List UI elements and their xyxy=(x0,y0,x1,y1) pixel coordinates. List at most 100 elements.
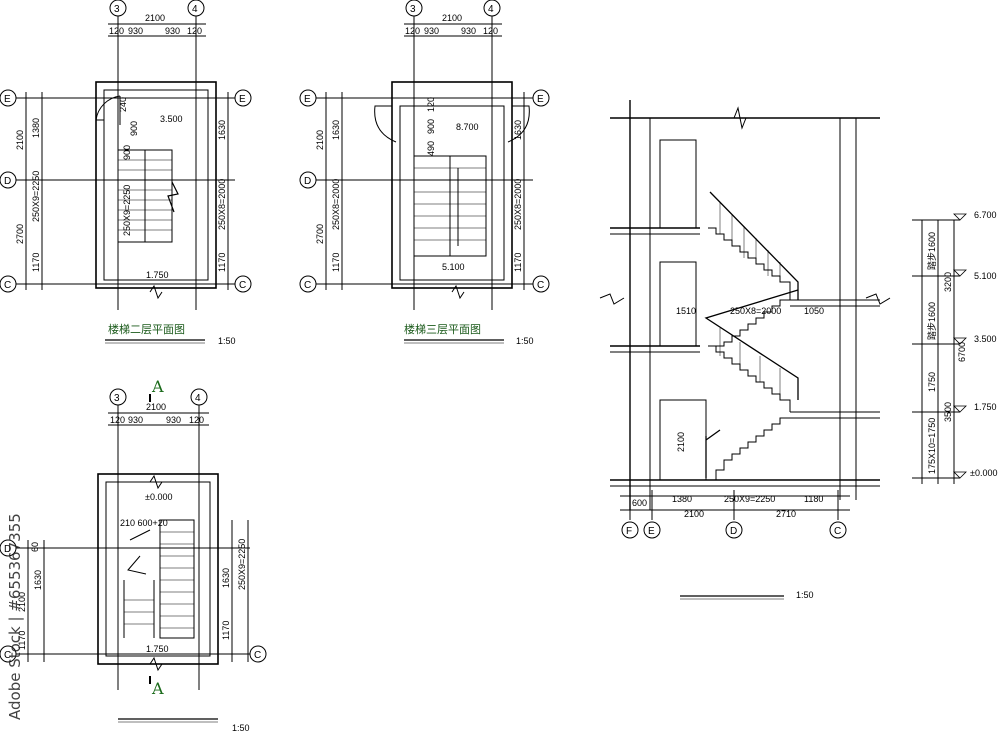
axis-label-e: E xyxy=(4,94,11,105)
axis-label-e-right: E xyxy=(239,94,246,105)
dim-left-1: 2100 xyxy=(315,130,325,150)
elevation-2: 1.750 xyxy=(146,270,169,280)
dim-overall: 2100 xyxy=(145,13,165,23)
dim-top-3: 930 xyxy=(165,26,180,36)
axis-label-e: E xyxy=(648,526,655,537)
dim-top-3: 930 xyxy=(461,26,476,36)
dim-mid-1: 1510 xyxy=(676,306,696,316)
dim-top-1: 120 xyxy=(405,26,420,36)
dim-left-2: 2700 xyxy=(315,224,325,244)
dim-top-4: 120 xyxy=(189,415,204,425)
dim-right-2: 1630 xyxy=(221,568,231,588)
axis-label-e-right: E xyxy=(537,94,544,105)
dim-overall: 2100 xyxy=(146,402,166,412)
axis-label-4: 4 xyxy=(488,4,494,15)
dim-bottom-3: 250X9=2250 xyxy=(724,494,775,504)
dim-top-1: 120 xyxy=(110,415,125,425)
axis-label-c-right: C xyxy=(254,650,261,661)
dim-top-2: 930 xyxy=(128,415,143,425)
scale-label: 1:50 xyxy=(796,590,814,600)
dim-inner-1: 210 600+20 xyxy=(120,518,168,528)
elevation-3: 3.500 xyxy=(974,334,997,344)
dim-overall: 2100 xyxy=(442,13,462,23)
dim-mid-2: 250X8=2000 xyxy=(730,306,781,316)
dim-bottom-5: 2100 xyxy=(684,509,704,519)
dim-inner-3: 490 xyxy=(426,141,436,156)
plan-title: 楼梯三层平面图 xyxy=(404,322,481,336)
dim-mid-3: 1050 xyxy=(804,306,824,316)
dim-top-1: 120 xyxy=(109,26,124,36)
dim-bottom-2: 1380 xyxy=(672,494,692,504)
dim-right-3: 6700 xyxy=(957,342,967,362)
elevation-1: ±0.000 xyxy=(145,492,172,502)
plan-level1 xyxy=(0,388,267,723)
dim-top-2: 930 xyxy=(424,26,439,36)
axis-label-c-right: C xyxy=(537,280,544,291)
dim-right-4: 1750 xyxy=(927,372,937,392)
dim-right-3: 1170 xyxy=(221,621,231,640)
axis-label-d: D xyxy=(4,544,11,555)
dim-right-2: 3500 xyxy=(943,402,953,422)
dim-left-2: 1170 xyxy=(17,631,27,650)
dim-left-1: 2100 xyxy=(15,130,25,150)
dim-left-2: 2700 xyxy=(15,224,25,244)
dim-bottom-6: 2710 xyxy=(776,509,796,519)
dim-inner-1: 120 xyxy=(426,97,436,112)
stock-watermark: Adobe Stock | #655367355 xyxy=(6,513,24,720)
dim-right-1: 1630 xyxy=(217,120,227,140)
dim-inner-2: 900 xyxy=(426,119,436,134)
dim-inner-2: 60 xyxy=(30,542,40,552)
dim-right-2: 250X8=2000 xyxy=(217,179,227,230)
axis-label-f: F xyxy=(626,526,632,537)
axis-label-d: D xyxy=(4,176,11,187)
dim-right-1: 250X9=2250 xyxy=(237,539,247,590)
dim-top-4: 120 xyxy=(187,26,202,36)
axis-label-3: 3 xyxy=(114,4,120,15)
elevation-4: 1.750 xyxy=(974,402,997,412)
dim-inner-3: 900 xyxy=(122,145,132,160)
elevation-5: ±0.000 xyxy=(970,468,997,478)
dim-left-inner-2: 250X9=2250 xyxy=(31,171,41,222)
dim-top-4: 120 xyxy=(483,26,498,36)
axis-label-3: 3 xyxy=(410,4,416,15)
axis-label-c: C xyxy=(4,280,11,291)
dim-left-inner-1: 1630 xyxy=(331,120,341,140)
elevation-1: 8.700 xyxy=(456,122,479,132)
axis-label-4: 4 xyxy=(195,393,201,404)
dim-left-1: 2100 xyxy=(17,592,27,612)
rise-label-2: 踏步1600 xyxy=(926,302,937,340)
axis-label-c: C xyxy=(4,650,11,661)
elevation-1: 3.500 xyxy=(160,114,183,124)
dim-right-3: 1170 xyxy=(513,253,523,272)
dim-inner-1: 240 xyxy=(118,97,128,112)
dim-inner-4: 250X9=2250 xyxy=(122,185,132,236)
dim-right-1: 3200 xyxy=(943,272,953,292)
dim-right-3: 1170 xyxy=(217,253,227,272)
scale-label: 1:50 xyxy=(516,336,534,346)
elevation-2: 5.100 xyxy=(974,271,997,281)
elevation-2: 1.750 xyxy=(146,644,169,654)
axis-label-c: C xyxy=(304,280,311,291)
section-mark-top: A xyxy=(151,377,164,396)
dim-left-inner-2: 250X8=2000 xyxy=(331,179,341,230)
plan-title: 楼梯二层平面图 xyxy=(108,322,185,336)
dim-left-inner-3: 1170 xyxy=(331,253,341,272)
dim-inner-2: 900 xyxy=(129,121,139,136)
door-height: 2100 xyxy=(676,432,686,452)
dim-top-2: 930 xyxy=(128,26,143,36)
elevation-1: 6.700 xyxy=(974,210,997,220)
axis-label-4: 4 xyxy=(192,4,198,15)
axis-label-c-right: C xyxy=(239,280,246,291)
axis-label-e: E xyxy=(304,94,311,105)
dim-right-5: 175X10=1750 xyxy=(927,418,937,474)
axis-label-3: 3 xyxy=(114,393,120,404)
plan-level3 xyxy=(299,0,550,344)
stair-section xyxy=(599,100,967,600)
axis-label-c: C xyxy=(834,526,841,537)
dim-top-3: 930 xyxy=(166,415,181,425)
dim-right-1: 1630 xyxy=(513,120,523,140)
dim-bottom-4: 1180 xyxy=(804,494,823,504)
axis-label-d: D xyxy=(304,176,311,187)
axis-label-d: D xyxy=(730,526,737,537)
